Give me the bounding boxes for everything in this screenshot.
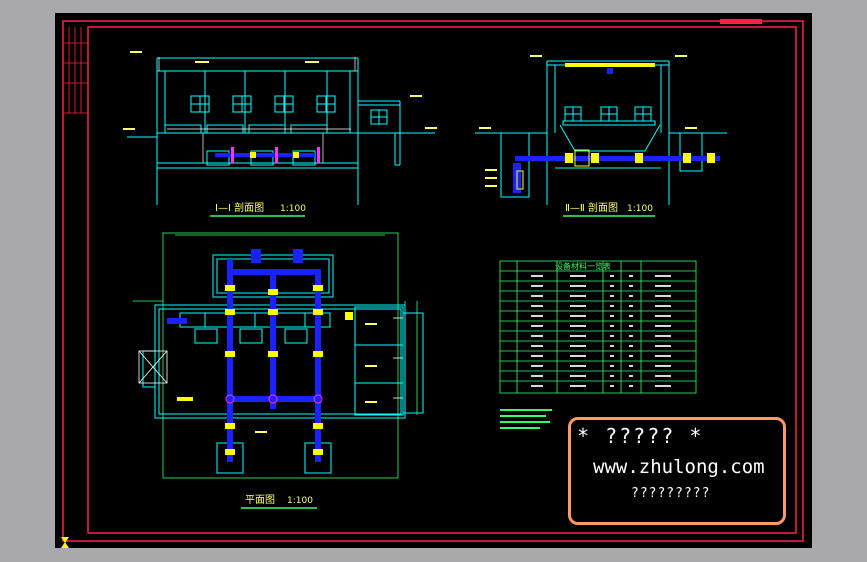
inner-frame — [87, 26, 797, 534]
section-1-drawing — [127, 57, 435, 205]
watermark-line-3: ????????? — [631, 486, 711, 501]
cad-drawing: Ⅰ—Ⅰ 剖面图 1:100 — [61, 19, 804, 548]
equipment-table-cells — [531, 275, 671, 387]
plan-walls — [142, 254, 424, 474]
section-1-annotations — [123, 51, 437, 130]
outer-frame — [62, 20, 804, 542]
top-right-label — [720, 19, 762, 24]
section-2-title: Ⅱ—Ⅱ 剖面图 — [565, 201, 618, 214]
plan-white-details — [138, 317, 403, 399]
table-notes — [500, 409, 552, 429]
bottom-left-marker — [61, 537, 69, 543]
section-1-white-details — [158, 57, 356, 163]
watermark-stamp: * ????? * www.zhulong.com ????????? — [568, 417, 786, 525]
section-2-annotations — [479, 55, 697, 187]
equipment-table — [499, 260, 697, 394]
section-2-drawing — [475, 60, 727, 205]
plan-pipes — [167, 249, 321, 462]
section-1-pipes — [215, 147, 320, 163]
cad-viewport[interactable]: Ⅰ—Ⅰ 剖面图 1:100 — [55, 13, 812, 548]
watermark-url: www.zhulong.com — [593, 456, 765, 478]
plan-valves — [177, 285, 353, 455]
section-2-pipes — [513, 149, 720, 193]
watermark-line-1: * ????? * — [577, 424, 704, 448]
section-1-scale: 1:100 — [280, 204, 306, 214]
equipment-table-title: 设备材料一览表 — [555, 261, 611, 271]
left-title-strip — [63, 27, 88, 114]
plan-scale: 1:100 — [287, 496, 313, 506]
plan-annotations — [255, 323, 377, 433]
section-2-crane-beam — [565, 63, 655, 74]
section-2-scale: 1:100 — [627, 204, 653, 214]
section-1-title: Ⅰ—Ⅰ 剖面图 — [215, 201, 264, 214]
plan-title: 平面图 — [245, 494, 275, 506]
plan-fittings — [225, 394, 323, 404]
